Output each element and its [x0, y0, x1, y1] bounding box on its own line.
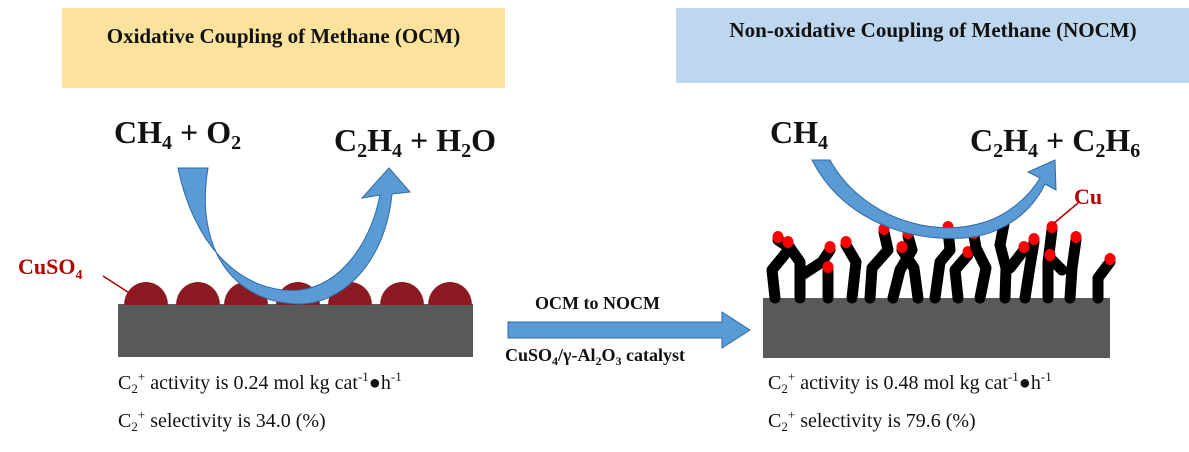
- cu-label: Cu: [1074, 184, 1103, 209]
- carbon-chain: [796, 244, 836, 281]
- cuso4-particle: [124, 282, 168, 305]
- cuso4-particle: [176, 282, 220, 305]
- carbon-chain: [896, 244, 924, 304]
- ocm-products: C2H4 + H2O: [334, 122, 497, 162]
- cuso4-label: CuSO4: [18, 254, 83, 283]
- cu-pointer-line: [1052, 202, 1079, 225]
- ocm-activity: C2+ activity is 0.24 mol kg cat-1●h-1: [118, 369, 402, 396]
- carbon-chain: [968, 230, 992, 304]
- carbon-chain: [994, 218, 1012, 304]
- nocm-carbon-chains: [766, 215, 1116, 304]
- ocm-curved-arrow: [177, 167, 412, 305]
- cu-nanoparticle: [1018, 241, 1030, 253]
- cu-nanoparticle: [782, 236, 794, 248]
- nocm-curved-arrow: [811, 159, 1057, 239]
- ocm-title-box: Oxidative Coupling of Methane (OCM): [62, 8, 505, 88]
- carbon-chain: [782, 239, 806, 304]
- nocm-products: C2H4 + C2H6: [970, 122, 1141, 162]
- cu-nanoparticle: [772, 231, 784, 243]
- cu-nanoparticle: [840, 236, 852, 248]
- ocm-support-slab: [118, 304, 473, 357]
- cu-nanoparticle: [1046, 221, 1058, 233]
- carbon-chain: [929, 224, 956, 304]
- carbon-chain: [1019, 236, 1040, 304]
- carbon-chain: [1004, 244, 1030, 274]
- ocm-reactants: CH4 + O2: [114, 114, 242, 154]
- cuso4-particle: [428, 282, 472, 305]
- cu-nanoparticle: [1070, 231, 1082, 243]
- cu-nanoparticle: [1044, 249, 1056, 261]
- carbon-chain: [949, 249, 974, 304]
- carbon-chain: [1064, 234, 1082, 304]
- cu-nanoparticle: [824, 241, 836, 253]
- cu-nanoparticle: [822, 261, 834, 273]
- nocm-selectivity: C2+ selectivity is 79.6 (%): [768, 407, 976, 434]
- transition-label: OCM to NOCM: [535, 293, 660, 313]
- nocm-activity: C2+ activity is 0.48 mol kg cat-1●h-1: [768, 369, 1052, 396]
- cuso4-pointer-line: [102, 275, 135, 297]
- cu-nanoparticle: [1104, 253, 1116, 265]
- cuso4-particle: [380, 282, 424, 305]
- ocm-selectivity: C2+ selectivity is 34.0 (%): [118, 407, 326, 434]
- nocm-reactant: CH4: [770, 114, 828, 154]
- nocm-support-slab: [763, 298, 1110, 358]
- carbon-chain: [1092, 256, 1116, 304]
- ocm-title: Oxidative Coupling of Methane (OCM): [106, 24, 461, 48]
- ocm-to-nocm-arrow: [507, 311, 751, 349]
- nocm-title-box: Non-oxidative Coupling of Methane (NOCM): [676, 8, 1189, 83]
- nocm-title: Non-oxidative Coupling of Methane (NOCM): [729, 18, 1137, 42]
- transition-catalyst-label: CuSO4/γ-Al2O3 catalyst: [505, 345, 685, 368]
- cu-nanoparticle: [1028, 233, 1040, 245]
- cu-nanoparticle: [896, 241, 908, 253]
- carbon-chain: [864, 226, 894, 304]
- carbon-chain: [840, 239, 862, 304]
